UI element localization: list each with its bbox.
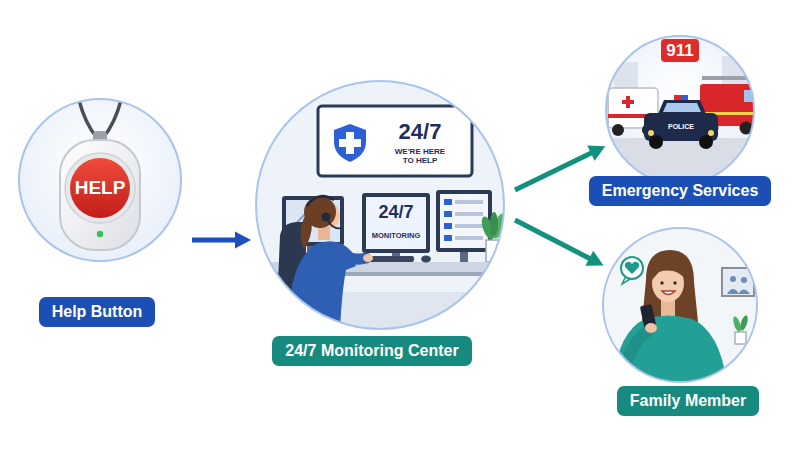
emergency-vehicles xyxy=(648,130,654,136)
monitoring-scene xyxy=(486,240,502,262)
screen-heading: 24/7 xyxy=(378,203,413,223)
monitoring-scene xyxy=(455,236,483,240)
family-scene xyxy=(738,290,750,295)
node-label-pill: Emergency Services xyxy=(589,176,772,206)
arrow-shaft xyxy=(515,152,593,190)
circle-outline xyxy=(603,228,757,382)
monitoring-scene xyxy=(490,212,498,236)
family-scene xyxy=(741,277,747,283)
family-scene xyxy=(621,257,643,279)
family-scene xyxy=(601,226,759,392)
monitoring-scene xyxy=(300,214,312,250)
circle-node: Family Member xyxy=(602,227,758,383)
monitoring-scene xyxy=(250,79,512,337)
family-scene xyxy=(651,259,686,281)
family-scene xyxy=(660,281,663,284)
vehicle-text: POLICE xyxy=(668,123,694,131)
monitoring-scene xyxy=(366,197,426,249)
arrow-head xyxy=(235,232,251,249)
family-scene xyxy=(645,323,657,333)
family-scene xyxy=(673,281,676,284)
node-label: Emergency Services xyxy=(602,181,759,201)
monitoring-scene xyxy=(455,212,483,216)
help-pendant xyxy=(65,153,135,223)
monitoring-scene xyxy=(339,139,361,147)
flow-arrow xyxy=(192,232,251,249)
node-label-pill: Help Button xyxy=(39,297,156,327)
emergency-vehicles xyxy=(663,103,701,112)
emergency-vehicles xyxy=(612,124,624,136)
monitoring-scene xyxy=(444,235,452,241)
monitoring-scene xyxy=(455,224,483,228)
monitoring-scene xyxy=(340,252,366,259)
monitoring-scene xyxy=(362,193,430,253)
node-label-pill: Family Member xyxy=(617,386,759,416)
family-scene xyxy=(662,291,675,295)
screen-heading: 24/7 xyxy=(399,120,442,144)
monitoring-scene xyxy=(328,221,341,228)
help-pendant xyxy=(18,96,182,262)
emergency-vehicles xyxy=(681,95,688,100)
monitoring-scene xyxy=(334,124,366,162)
badge-number: 911 xyxy=(666,42,693,61)
emergency-vehicles xyxy=(622,100,634,104)
node-label: Help Button xyxy=(52,302,143,322)
arrow-head xyxy=(585,251,603,266)
monitoring-scene xyxy=(444,199,452,205)
help-pendant xyxy=(60,140,140,250)
node-label-pill: 24/7 Monitoring Center xyxy=(272,336,471,366)
circle-outline xyxy=(602,227,758,383)
monitoring-scene xyxy=(307,196,334,206)
family-scene xyxy=(625,262,640,274)
emergency-vehicles xyxy=(658,100,706,114)
monitoring-scene xyxy=(444,223,452,229)
family-scene xyxy=(727,289,739,294)
flow-arrow xyxy=(515,220,604,266)
arrow-shaft xyxy=(192,238,237,243)
screen-text: MONITORING xyxy=(372,232,421,240)
monitoring-scene xyxy=(318,106,472,176)
family-scene xyxy=(730,276,736,282)
screen-text: WE'RE HERE TO HELP xyxy=(391,148,449,166)
help-pendant xyxy=(70,158,130,218)
arrow-shaft xyxy=(515,220,591,259)
node-label: 24/7 Monitoring Center xyxy=(285,341,458,361)
emergency-vehicles xyxy=(674,95,681,100)
button-text: HELP xyxy=(75,178,126,199)
monitoring-scene xyxy=(250,292,510,337)
emergency-vehicles xyxy=(598,34,758,188)
circle-outline xyxy=(256,81,504,329)
monitoring-scene xyxy=(421,256,431,263)
circle-outline xyxy=(19,99,181,261)
monitoring-scene xyxy=(363,254,373,262)
monitoring-scene xyxy=(490,212,508,240)
emergency-vehicles xyxy=(708,130,714,136)
arrow-head xyxy=(587,146,605,161)
circle-outline xyxy=(606,36,754,184)
monitoring-scene xyxy=(455,200,483,204)
help-pendant xyxy=(18,98,182,262)
help-pendant xyxy=(97,231,103,237)
monitoring-scene xyxy=(322,213,331,222)
family-scene xyxy=(735,332,746,344)
monitoring-scene xyxy=(444,211,452,217)
emergency-vehicles xyxy=(649,135,663,149)
family-scene xyxy=(626,331,648,364)
emergency-vehicles xyxy=(699,135,713,149)
emergency-vehicles xyxy=(661,39,699,62)
family-scene xyxy=(739,314,750,331)
node-label: Family Member xyxy=(630,391,746,411)
monitoring-scene xyxy=(318,226,330,240)
monitoring-scene xyxy=(440,194,488,248)
